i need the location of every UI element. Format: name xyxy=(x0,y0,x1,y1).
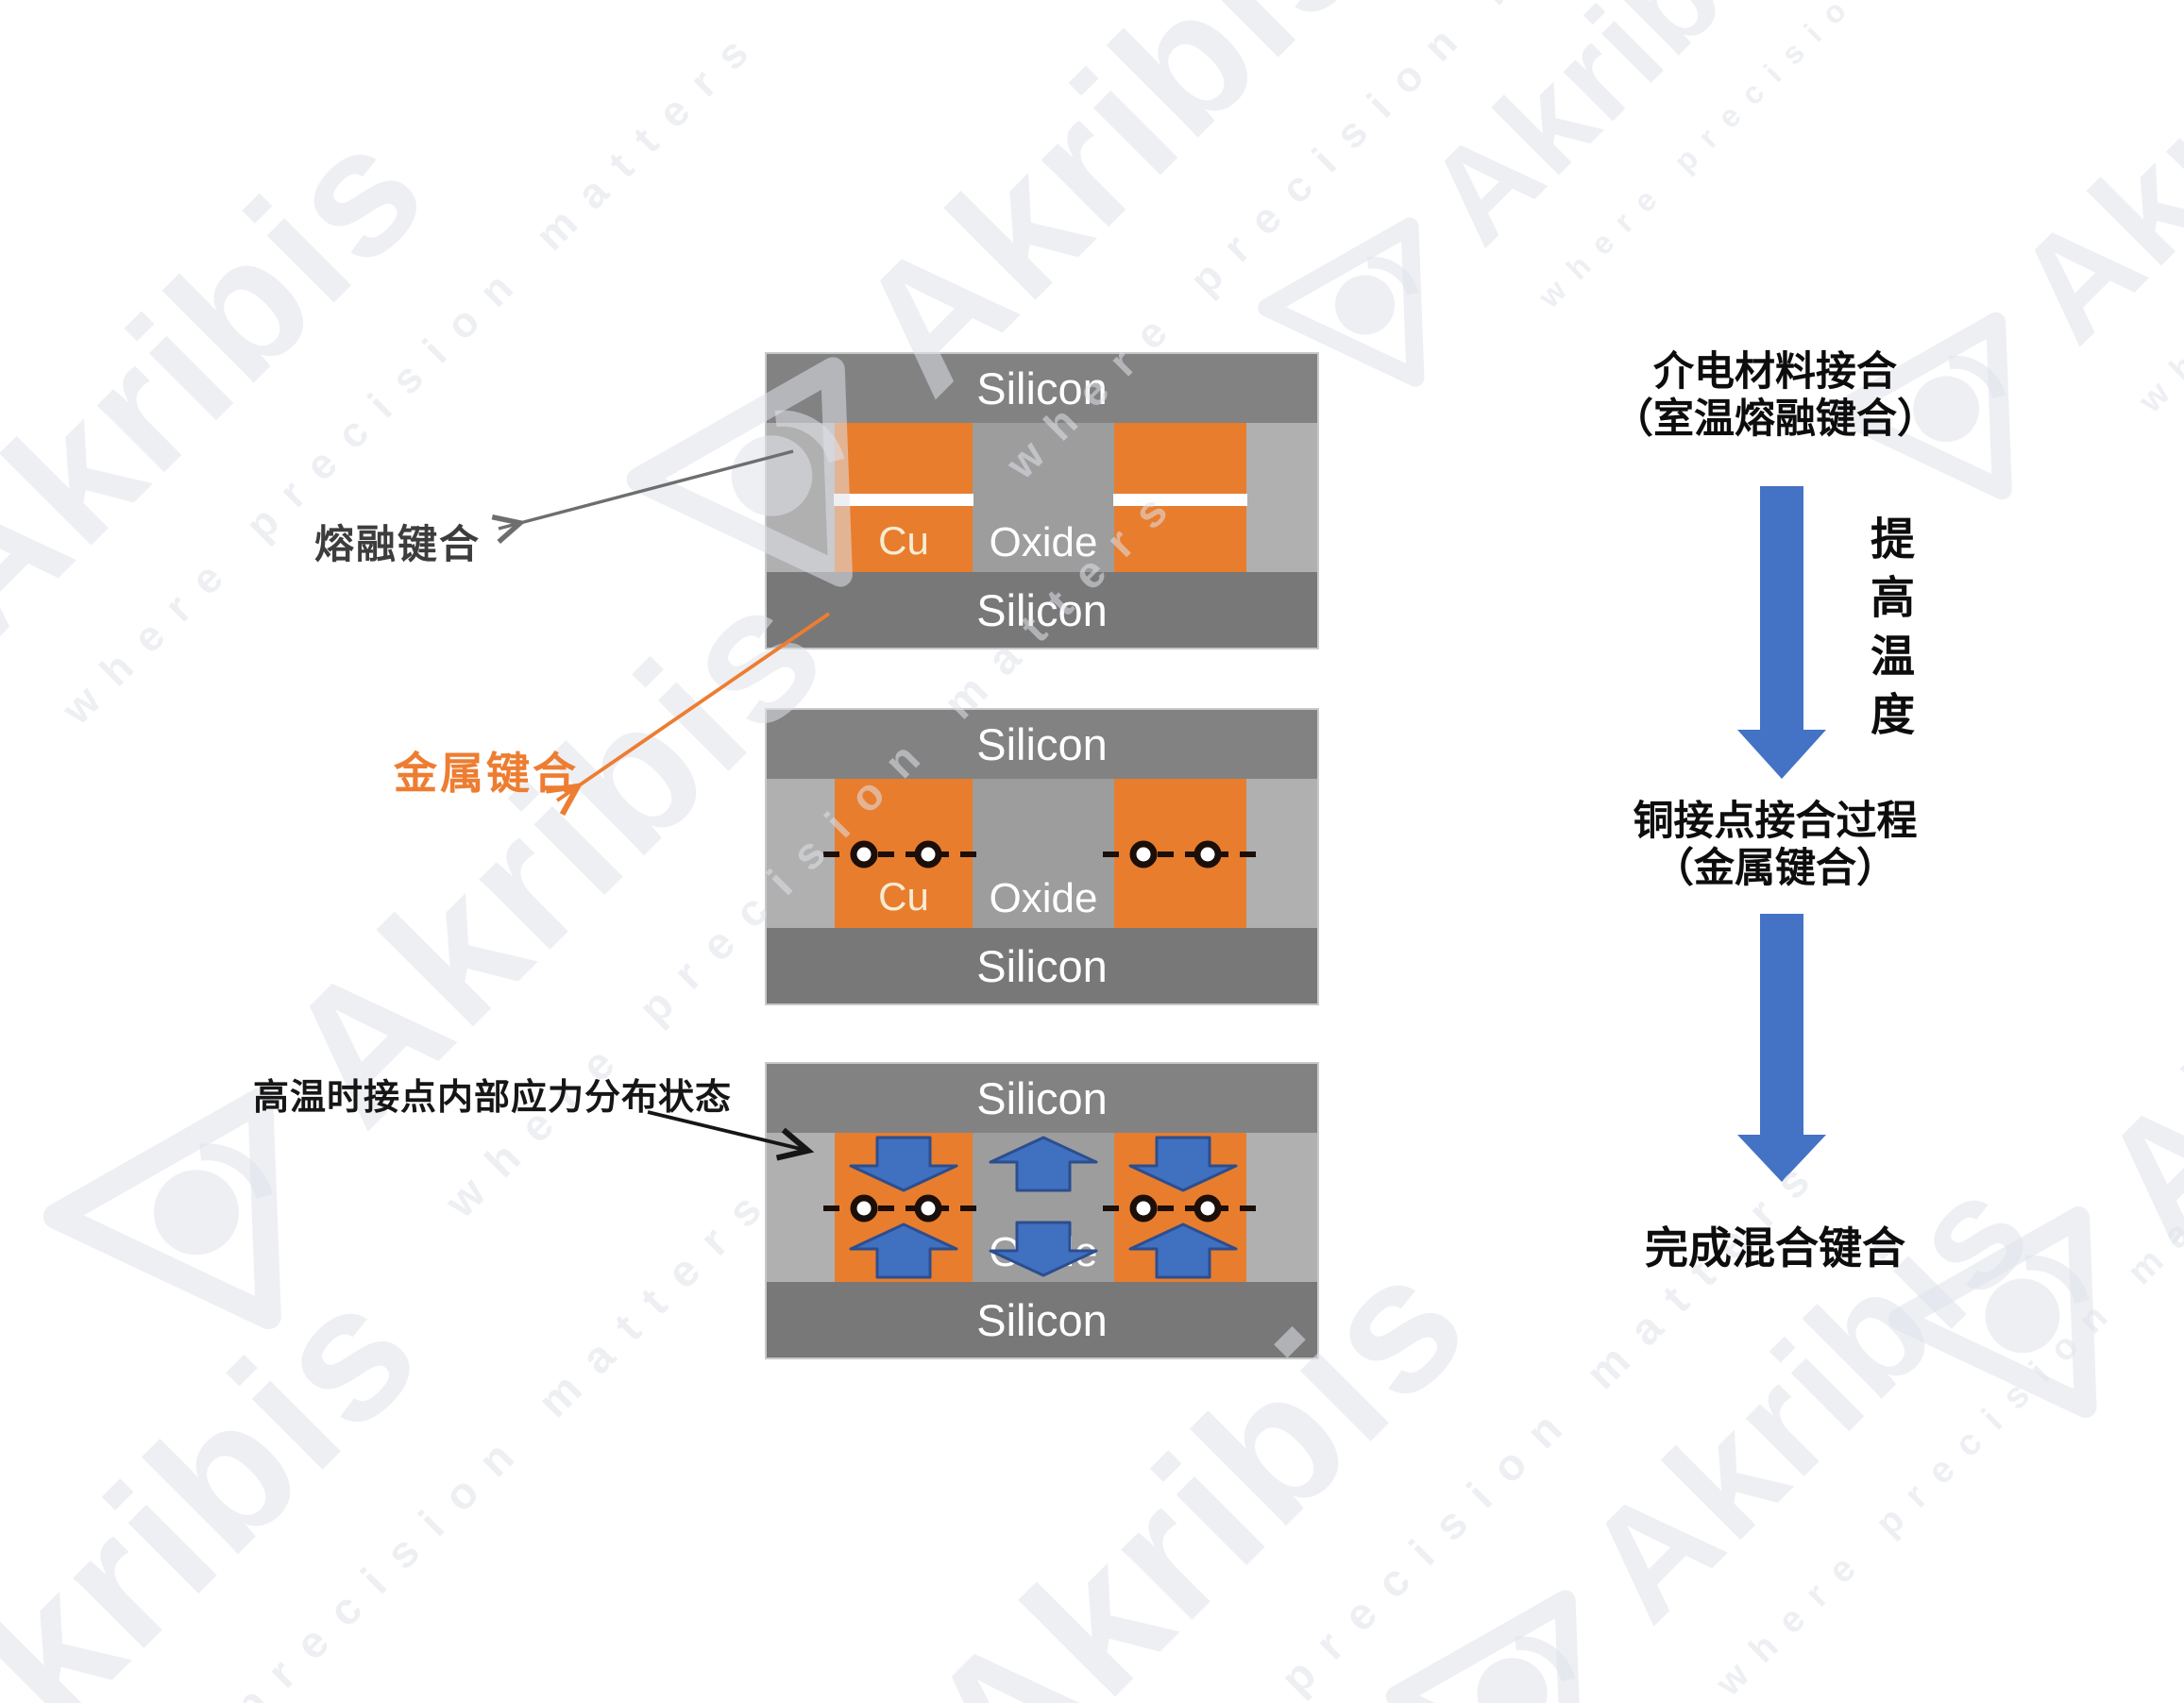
cu-label: Cu xyxy=(878,874,929,919)
compression-arrow-up-icon xyxy=(849,1222,958,1279)
silicon-bottom-layer: Silicon xyxy=(767,928,1317,1003)
compression-arrow-up-icon xyxy=(1128,1222,1238,1279)
raise-temperature-label: 提高温度 xyxy=(1864,515,1914,750)
diagram-room-temp-bonding: Silicon Oxide Cu Silicon xyxy=(765,352,1319,649)
oxide-label: Oxide xyxy=(989,875,1098,921)
silicon-label: Silicon xyxy=(976,584,1108,635)
fusion-bonding-label: 熔融键合 xyxy=(314,522,482,566)
akribis-triangle-icon xyxy=(1350,1525,1681,1703)
silicon-label: Silicon xyxy=(976,940,1108,991)
diagram-stress-distribution: Silicon Oxide Silicon xyxy=(765,1062,1319,1359)
fusion-bond-interface xyxy=(834,494,973,506)
copper-pad-left: Cu xyxy=(834,423,973,572)
compression-arrow-down-icon xyxy=(1128,1136,1238,1192)
akribis-watermark: Akribis where precision matters xyxy=(0,0,772,949)
oxide-center-column: Oxide xyxy=(973,423,1114,572)
flow-arrow-complete-icon xyxy=(1737,914,1826,1182)
metal-bond-interface-icon xyxy=(823,835,984,873)
metal-bond-interface-icon xyxy=(1103,835,1263,873)
silicon-bottom-layer: Silicon xyxy=(767,1282,1317,1357)
silicon-top-layer: Silicon xyxy=(767,1064,1317,1133)
silicon-label: Silicon xyxy=(976,719,1108,769)
copper-pad-left: Cu xyxy=(835,779,973,928)
akribis-watermark: Akribis where precision matters xyxy=(1794,0,2184,596)
oxide-layer: Oxide xyxy=(767,1133,1317,1282)
akribis-triangle-icon xyxy=(642,1678,1042,1703)
flow-step1-line1: 介电材料接合 xyxy=(1653,349,1897,395)
copper-pad-right xyxy=(1114,779,1246,928)
fusion-pointer-arrow xyxy=(499,449,794,529)
tension-arrow-down-icon xyxy=(989,1221,1098,1277)
silicon-top-layer: Silicon xyxy=(767,710,1317,779)
diagram-metal-bonding: Silicon Oxide Cu Silicon xyxy=(765,708,1319,1005)
oxide-layer: Oxide Cu xyxy=(767,423,1317,572)
copper-pad-right xyxy=(1114,1133,1246,1282)
silicon-label: Silicon xyxy=(976,363,1108,413)
silicon-bottom-layer: Silicon xyxy=(767,572,1317,648)
metal-bond-interface-icon xyxy=(1103,1189,1263,1227)
fusion-bond-interface xyxy=(1113,494,1247,506)
metal-bonding-label: 金属键合 xyxy=(394,749,579,798)
tension-arrow-up-icon xyxy=(989,1136,1098,1192)
oxide-label: Oxide xyxy=(989,519,1098,565)
akribis-triangle-icon xyxy=(0,527,22,907)
silicon-label: Silicon xyxy=(976,1294,1108,1345)
cu-label: Cu xyxy=(878,518,929,563)
flow-step2-line2: （金属键合） xyxy=(1653,845,1897,891)
flow-step2-line1: 铜接点接合过程 xyxy=(1633,799,1918,844)
flow-step-hybrid-bond-complete: 完成混合键合 xyxy=(1645,1223,1905,1273)
flow-step1-line2: （室温熔融键合） xyxy=(1613,396,1938,442)
stress-distribution-label: 高温时接点内部应力分布状态 xyxy=(253,1078,733,1118)
oxide-layer: Oxide Cu xyxy=(767,779,1317,928)
copper-pad-left xyxy=(835,1133,973,1282)
oxide-center-column: Oxide xyxy=(973,1133,1114,1282)
metal-bond-interface-icon xyxy=(823,1189,984,1227)
oxide-center-column: Oxide xyxy=(973,779,1114,928)
flow-step-copper-bonding: 铜接点接合过程 （金属键合） xyxy=(1473,799,2077,893)
akribis-triangle-icon xyxy=(1851,1137,2184,1487)
silicon-top-layer: Silicon xyxy=(767,354,1317,423)
flow-step-dielectric-bonding: 介电材料接合 （室温熔融键合） xyxy=(1473,349,2077,444)
silicon-label: Silicon xyxy=(976,1073,1108,1123)
flow-arrow-raise-temp-icon xyxy=(1737,486,1826,779)
copper-pad-right xyxy=(1113,423,1247,572)
compression-arrow-down-icon xyxy=(849,1136,958,1192)
